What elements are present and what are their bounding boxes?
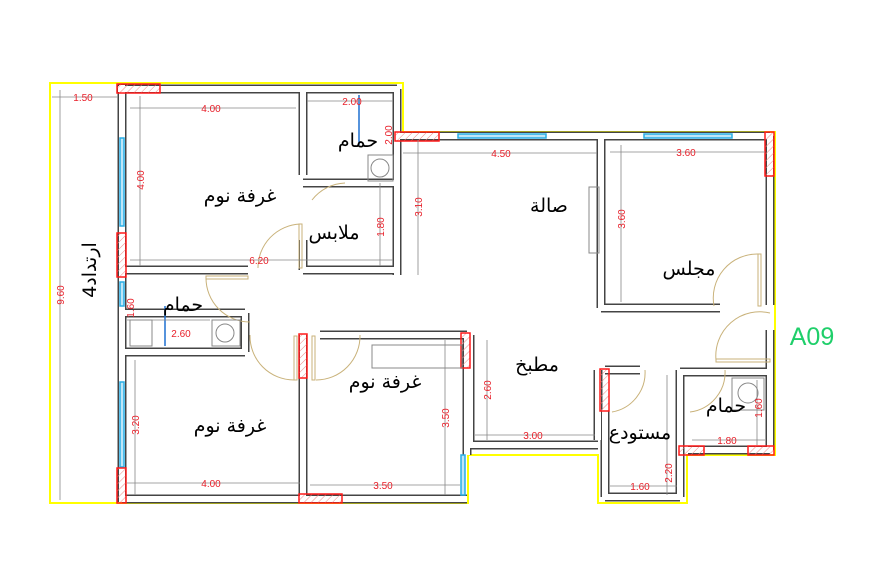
window <box>457 133 547 139</box>
room-label-dressing: ملابس <box>308 222 359 244</box>
door-swing <box>712 253 759 307</box>
room-label-bath-master: حمام <box>338 130 378 152</box>
dim-master-bath-depth: 2.00 <box>384 125 395 145</box>
dim-majlis-depth: 3.60 <box>617 209 628 229</box>
dim-bath-left-width: 2.60 <box>171 329 191 340</box>
dimensions: 1.50 4.00 2.00 2.00 4.00 1.80 6.20 3.10 … <box>56 93 765 493</box>
setback-label: ارتداد4 <box>79 242 101 298</box>
toilet <box>211 319 241 347</box>
door-leaf <box>293 335 298 381</box>
door-leaf <box>298 223 303 269</box>
door-swing <box>315 334 361 381</box>
dim-bath-right-width: 1.80 <box>717 436 737 447</box>
door-leaf <box>311 335 316 381</box>
room-label-bath-left: حمام <box>163 294 203 316</box>
room-label-bedroom-middle: غرفة نوم <box>349 371 422 393</box>
room-label-bedroom-left: غرفة نوم <box>194 415 267 437</box>
door-leaf <box>757 253 762 307</box>
room-label-majlis: مجلس <box>663 258 716 280</box>
toilet-icon <box>370 158 390 178</box>
toilet <box>367 154 394 182</box>
column <box>298 333 308 379</box>
dim-master-depth: 4.00 <box>136 170 147 190</box>
dim-master-total: 6.20 <box>249 256 269 267</box>
toilet <box>731 377 765 411</box>
toilet-icon <box>215 323 235 343</box>
room-labels: غرفة نوم حمام ملابس صالة مجلس حمام غرفة … <box>79 130 834 444</box>
room-label-bedroom-master: غرفة نوم <box>204 185 277 207</box>
column <box>599 368 610 412</box>
door-leaf <box>205 275 249 280</box>
tv-unit <box>588 186 600 254</box>
room-label-storage: مستودع <box>609 422 671 444</box>
unit-code: A09 <box>790 323 834 351</box>
doors <box>205 182 771 413</box>
column <box>116 467 127 504</box>
window <box>643 133 733 139</box>
windows <box>119 133 733 496</box>
window <box>119 281 125 307</box>
column <box>747 445 775 456</box>
dim-bedroom-left-width: 4.00 <box>201 479 221 490</box>
dim-storage-depth: 2.20 <box>664 463 675 483</box>
door-swing <box>689 369 726 413</box>
column <box>394 131 440 142</box>
window <box>119 381 125 468</box>
columns <box>116 83 775 504</box>
dim-kitchen-width: 3.00 <box>523 431 543 442</box>
column <box>764 131 775 177</box>
column <box>678 445 705 456</box>
door-leaf <box>715 358 771 363</box>
dim-bedroom-middle-width: 3.50 <box>373 481 393 492</box>
dim-hall-width: 4.50 <box>491 149 511 160</box>
dim-bedroom-left-depth: 3.20 <box>131 415 142 435</box>
room-label-kitchen: مطبخ <box>515 354 559 376</box>
walls <box>117 84 775 504</box>
sink <box>129 319 153 347</box>
room-label-bath-right: حمام <box>706 395 746 417</box>
dim-master-width: 4.00 <box>201 104 221 115</box>
door-swing <box>205 277 251 323</box>
door-swing <box>249 334 295 381</box>
door-swing <box>715 311 771 361</box>
dim-bath-left-depth: 1.60 <box>126 298 137 318</box>
dimension-lines <box>52 90 765 500</box>
dim-master-bath-width: 2.00 <box>342 97 362 108</box>
dim-bath-right-depth: 1.60 <box>754 398 765 418</box>
dim-kitchen-depth: 2.60 <box>483 380 494 400</box>
dim-storage-width: 1.60 <box>630 482 650 493</box>
dim-bedroom-middle-depth: 3.50 <box>441 408 452 428</box>
window <box>119 137 125 227</box>
column <box>116 232 127 278</box>
fixtures <box>129 95 765 411</box>
dim-total-depth: 9.60 <box>56 285 67 305</box>
counter <box>371 344 463 369</box>
dim-majlis-width: 3.60 <box>676 148 696 159</box>
window <box>460 454 466 496</box>
door-swing <box>611 369 646 413</box>
door-swing <box>311 182 346 201</box>
dim-dressing-depth: 1.80 <box>376 217 387 237</box>
column <box>460 332 471 369</box>
dim-hall-depth: 3.10 <box>414 197 425 217</box>
dim-setback-top: 1.50 <box>73 93 93 104</box>
room-label-hall: صالة <box>530 195 568 217</box>
column <box>298 493 343 504</box>
column <box>116 83 161 94</box>
toilet-icon <box>737 382 759 404</box>
